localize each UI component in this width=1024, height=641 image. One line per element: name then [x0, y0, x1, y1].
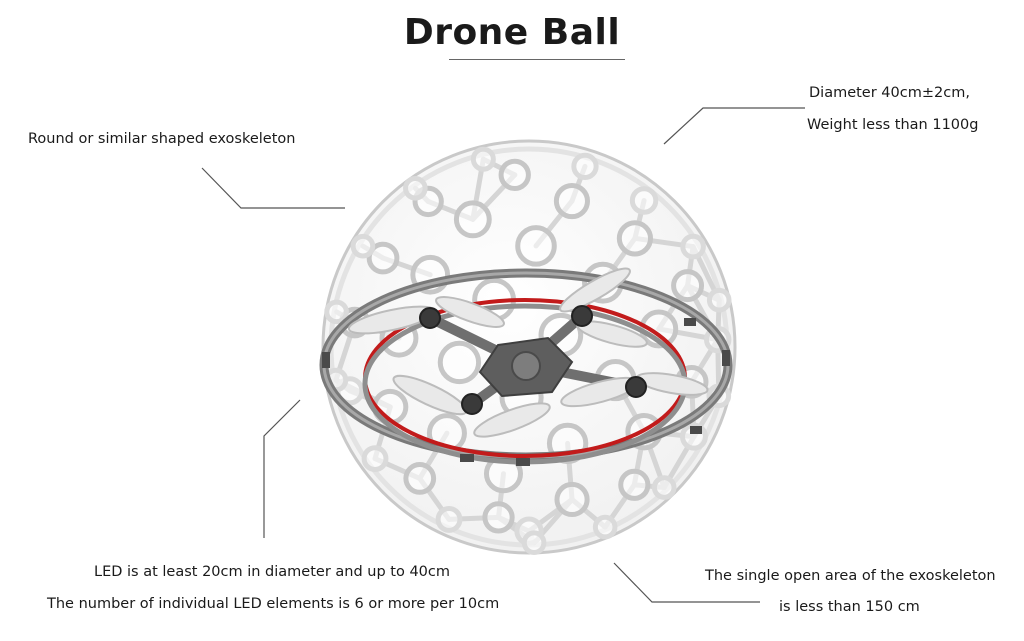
- cage-ring: [706, 287, 732, 313]
- cage-ring: [515, 225, 557, 267]
- cage-ring: [437, 340, 482, 385]
- cage-ring: [435, 505, 463, 533]
- cage-ring: [366, 241, 400, 275]
- cage-ring: [592, 514, 618, 540]
- cage-ring: [553, 183, 591, 220]
- leader-exoskeleton: [201, 167, 345, 209]
- cage-ring: [324, 299, 349, 325]
- cage-ring: [651, 475, 677, 500]
- cage-ring: [498, 158, 531, 192]
- leader-size: [663, 107, 805, 145]
- leader-led: [263, 399, 301, 538]
- cage-ring: [403, 175, 428, 201]
- cage-ring: [453, 200, 492, 239]
- cage-ring: [616, 220, 654, 257]
- cage-ring: [403, 462, 437, 495]
- size-callout-line2: Weight less than 1100g: [807, 117, 979, 133]
- open-area-callout-line1: The single open area of the exoskeleton: [705, 568, 996, 584]
- title-underline: [449, 59, 625, 60]
- cage-ring: [521, 530, 547, 555]
- diagram-title: Drone Ball: [403, 12, 621, 53]
- cage-ring: [680, 233, 706, 260]
- cage-ring: [470, 146, 496, 172]
- open-area-callout-line2: is less than 150 cm: [779, 599, 920, 615]
- frame-clips: [322, 318, 730, 466]
- cage-ring: [554, 481, 590, 518]
- cage-ring: [361, 445, 389, 473]
- size-callout-line1: Diameter 40cm±2cm,: [809, 85, 970, 101]
- led-callout-line1: LED is at least 20cm in diameter and up …: [94, 564, 451, 580]
- cage-ring: [618, 468, 651, 501]
- led-callout-line2: The number of individual LED elements is…: [47, 596, 500, 612]
- cage-ring: [350, 233, 376, 259]
- leader-open-area: [613, 562, 760, 603]
- cage-ring: [671, 269, 705, 303]
- exoskeleton-callout: Round or similar shaped exoskeleton: [28, 131, 296, 147]
- cage-ring: [482, 501, 515, 534]
- motors: [419, 305, 647, 415]
- cage-ring: [571, 152, 599, 181]
- cage-ring: [629, 186, 659, 215]
